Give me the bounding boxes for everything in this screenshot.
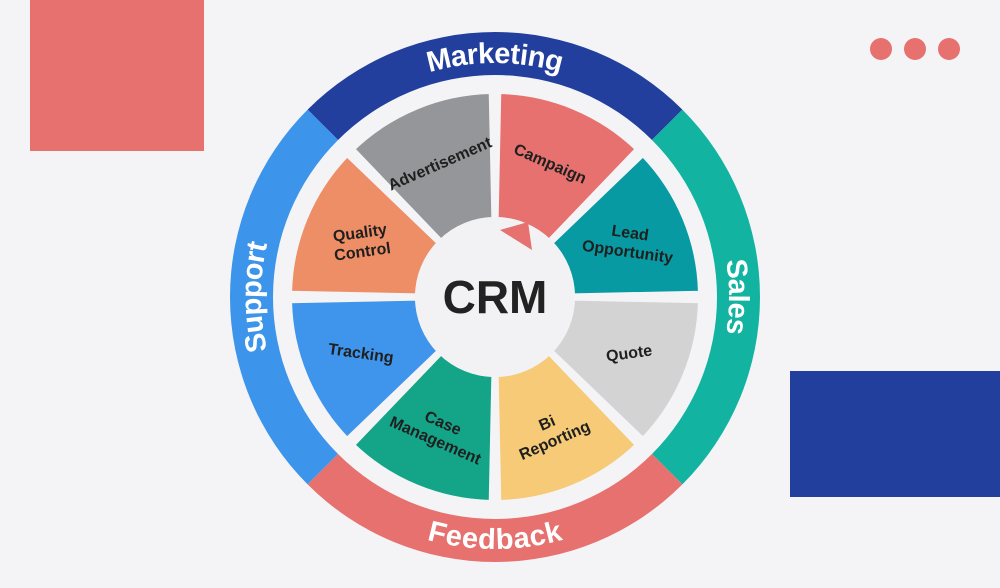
- segment-label-quality-control: QualityControl: [331, 221, 392, 264]
- ring-band-support: [229, 109, 339, 485]
- three-dots-icon: [870, 38, 960, 60]
- ring-band-feedback: [307, 453, 683, 562]
- ring-label-support: Support: [236, 238, 274, 355]
- hub-pointer: [500, 222, 532, 250]
- ring-label-sales: Sales: [719, 257, 754, 336]
- center-hub: [415, 217, 575, 377]
- dot: [870, 38, 892, 60]
- inner-segments: CampaignLeadOpportunityQuoteBiReportingC…: [288, 90, 702, 504]
- decorative-square-red: [30, 0, 204, 151]
- decorative-rectangle-blue: [790, 371, 1000, 497]
- dot: [938, 38, 960, 60]
- ring-band-marketing: [307, 32, 683, 141]
- segment-label-quote: Quote: [605, 342, 653, 365]
- center-label: CRM: [443, 271, 548, 323]
- ring-band-sales: [651, 109, 760, 485]
- dot: [904, 38, 926, 60]
